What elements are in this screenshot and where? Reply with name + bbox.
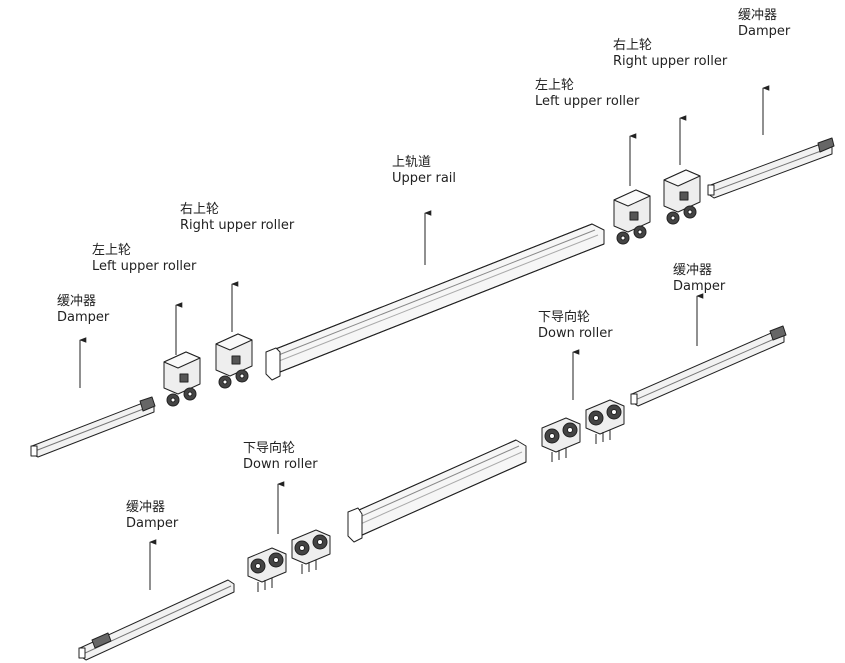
label-en: Damper [738, 24, 791, 39]
label-en: Damper [673, 279, 726, 294]
label-down-roller-left: 下导向轮 Down roller [243, 441, 318, 473]
leader-arrows [79, 85, 770, 590]
label-right-upper-roller-left: 右上轮 Right upper roller [180, 202, 294, 234]
label-en: Upper rail [392, 171, 457, 186]
label-left-upper-roller-left: 左上轮 Left upper roller [92, 243, 196, 275]
label-zh: 下导向轮 [243, 441, 296, 456]
label-right-upper-roller-top: 右上轮 Right upper roller [613, 38, 727, 70]
left-upper-roller-top [613, 189, 651, 245]
label-left-upper-roller-top: 左上轮 Left upper roller [535, 78, 639, 110]
right-upper-roller-left [215, 333, 253, 389]
damper-left [30, 396, 156, 458]
label-damper-mid-right: 缓冲器 Damper [673, 263, 725, 295]
down-roller-left-b [291, 529, 331, 574]
lower-rail [347, 439, 527, 543]
left-upper-roller-left [163, 351, 201, 407]
label-zh: 缓冲器 [126, 500, 166, 515]
label-zh: 右上轮 [180, 202, 220, 217]
damper-bottom [78, 579, 235, 661]
upper-rail [265, 223, 605, 381]
label-zh: 左上轮 [92, 243, 132, 258]
label-zh: 右上轮 [613, 38, 653, 53]
damper-mid-right [630, 325, 787, 407]
down-roller-right-a [541, 417, 581, 462]
damper-top-right [707, 137, 835, 199]
label-damper-bottom: 缓冲器 Damper [126, 500, 178, 532]
label-zh: 左上轮 [535, 78, 575, 93]
label-zh: 缓冲器 [673, 263, 713, 278]
down-roller-left-a [247, 547, 287, 592]
label-damper-left: 缓冲器 Damper [57, 294, 109, 326]
label-en: Left upper roller [535, 94, 640, 109]
label-zh: 上轨道 [392, 155, 432, 170]
label-zh: 下导向轮 [538, 310, 591, 325]
label-zh: 缓冲器 [57, 294, 97, 309]
label-en: Right upper roller [613, 54, 728, 69]
label-upper-rail: 上轨道 Upper rail [392, 155, 456, 187]
label-en: Left upper roller [92, 259, 197, 274]
label-en: Down roller [538, 326, 613, 341]
label-en: Damper [57, 310, 110, 325]
label-zh: 缓冲器 [738, 8, 778, 23]
down-roller-right-b [585, 399, 625, 444]
label-damper-top-right: 缓冲器 Damper [738, 8, 790, 40]
right-upper-roller-top [663, 169, 701, 225]
label-en: Right upper roller [180, 218, 295, 233]
label-down-roller-right: 下导向轮 Down roller [538, 310, 613, 342]
label-en: Down roller [243, 457, 318, 472]
label-en: Damper [126, 516, 179, 531]
